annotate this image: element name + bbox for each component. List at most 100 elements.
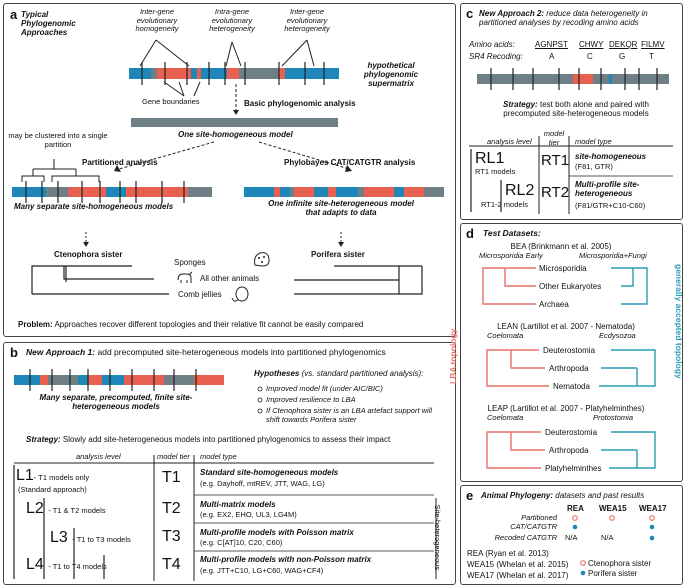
lean-taxon-3: Nematoda <box>553 382 590 391</box>
na-rea: N/A <box>565 533 578 542</box>
comb-jelly-icon <box>231 286 249 302</box>
type-rt1: site-homogeneous <box>575 152 647 161</box>
level-l4: L4 - T1 to T4 models <box>26 556 107 573</box>
lean-taxon-2: Arthropoda <box>549 364 589 373</box>
results-dots <box>572 515 655 576</box>
matrix-segment <box>188 187 212 197</box>
bea-taxon-1: Microsporidia <box>539 264 587 273</box>
aa-group-2: CHWY <box>579 40 604 49</box>
matrix-segment <box>424 187 444 197</box>
problem-label: Problem: <box>18 320 53 329</box>
supermatrix-label: hypothetical phylogenomic supermatrix <box>363 61 419 89</box>
matrix-segment <box>279 68 285 79</box>
matrix-segment <box>404 187 424 197</box>
matrix-segment <box>14 375 40 385</box>
matrix-segment <box>290 187 294 197</box>
supermatrix-bar <box>12 39 444 295</box>
matrix-segment <box>358 187 364 197</box>
panel-d: d Test Datasets: BEA (Brinkmann et al. 2… <box>448 223 684 482</box>
level-l3: L3 - T1 to T3 models <box>50 529 131 546</box>
dog-icon <box>177 271 193 283</box>
matrix-segment <box>314 187 328 197</box>
legend-porifera: Porifera sister <box>588 569 638 578</box>
level-rl2: RL2 <box>505 182 535 199</box>
sr4-label: SR4 Recoding: <box>469 52 523 61</box>
aa-group-4: FILMV <box>641 40 665 49</box>
one-model-label: One site-homogeneous model <box>178 130 293 139</box>
all-other-animals-label: All other animals <box>200 274 260 283</box>
panel-c: c New Approach 2: reduce data heterogene… <box>460 3 683 220</box>
animal-phylogeny-label: Animal Phylogeny: <box>481 491 554 500</box>
row-recoded: Recoded CATGTR <box>494 533 557 542</box>
test-datasets-title: Test Datasets: <box>483 228 541 238</box>
recoded-bar <box>469 68 673 214</box>
approach1-label: New Approach 1: <box>26 347 96 357</box>
col-wea15: WEA15 <box>599 504 627 513</box>
matrix-segment <box>40 375 48 385</box>
sr4-code-c: C <box>587 52 593 61</box>
ctenophora-sister-label: Ctenophora sister <box>54 250 123 259</box>
col-rea: REA <box>567 504 584 513</box>
col-model-type: model type <box>575 137 612 146</box>
level-rl2-desc: RT1-2 models <box>481 200 528 209</box>
matrix-segment <box>46 187 68 197</box>
site-heterogeneous-label: Site-heterogeneous <box>433 504 443 571</box>
ref-rea: REA (Ryan et al. 2013) <box>467 549 549 558</box>
phylobayes-label: Phylobayes CAT/CATGTR analysis <box>284 158 416 167</box>
aa-group-3: DEKQR <box>609 40 638 49</box>
matrix-segment <box>280 187 290 197</box>
approach2-label: New Approach 2: <box>479 9 545 18</box>
col-wea17: WEA17 <box>639 504 667 513</box>
accepted-topology-label: generally accepted topology <box>674 264 684 379</box>
leap-taxon-3: Platyhelminthes <box>545 464 602 473</box>
leap-title: LEAP (Lartillot et al. 2007 - Platyhelmi… <box>487 404 645 413</box>
panel-letter: d <box>466 226 474 241</box>
infinite-model-label: One infinite site-heterogeneous model th… <box>268 199 414 218</box>
problem-text: Approaches recover different topologies … <box>54 320 364 329</box>
matrix-segment <box>194 375 224 385</box>
matrix-segment <box>48 375 78 385</box>
label-intra-gene-heterogeneity: Intra-gene evolutionary heterogeneity <box>209 7 255 34</box>
comb-jellies-label: Comb jellies <box>178 290 222 299</box>
leap-left: Coelomata <box>487 413 524 422</box>
col-analysis-level: analysis level <box>487 137 532 146</box>
tier-t2: T2 <box>162 500 181 517</box>
level-l1: L1- T1 models only <box>16 467 90 484</box>
animal-phylogeny-text: datasets and past results <box>555 491 645 500</box>
panel-letter: c <box>466 6 474 21</box>
bea-taxon-2: Other Eukaryotes <box>539 282 602 291</box>
tier-rt1: RT1 <box>541 152 570 169</box>
matrix-segment <box>274 187 280 197</box>
matrix-segment <box>158 187 188 197</box>
col-analysis-level: analysis level <box>76 452 121 461</box>
label-inter-gene-homogeneity: Inter-gene evolutionary homogeneity <box>135 7 179 34</box>
tier-t2-examples: (e.g. EX2, EHO, UL3, LG4M) <box>200 510 297 519</box>
col-model-tier: model tier <box>543 129 565 147</box>
panel-e: e Animal Phylogeny: datasets and past re… <box>460 485 683 585</box>
basic-analysis-label: Basic phylogenomic analysis <box>244 99 356 108</box>
hypotheses-vs: (vs. standard partitioned analysis): <box>301 369 424 378</box>
lean-left: Coelomata <box>487 331 524 340</box>
matrix-segment <box>328 187 336 197</box>
matrix-segment <box>364 187 394 197</box>
hypotheses-label: Hypotheses <box>254 369 300 378</box>
leap-taxon-1: Deuterostomia <box>545 428 598 437</box>
aa-group-1: AGNPST <box>535 40 568 49</box>
label-inter-gene-heterogeneity: Inter-gene evolutionary heterogeneity <box>284 7 330 34</box>
panel-letter: b <box>10 345 18 360</box>
panel-b: b New Approach 1: add precomputed site-h… <box>3 342 456 585</box>
precomputed-bar <box>13 369 437 581</box>
problem-statement: Problem: Approaches recover different to… <box>18 320 363 329</box>
leap-right: Protostomia <box>593 413 634 422</box>
lean-right: Ecdysozoa <box>599 331 636 340</box>
matrix-segment <box>106 187 126 197</box>
animal-phylogeny-title: Animal Phylogeny: datasets and past resu… <box>481 491 644 500</box>
panel-letter: a <box>10 7 18 22</box>
gene-boundaries-label: Gene boundaries <box>142 97 200 106</box>
type-rt2: Multi-profile site-heterogeneous <box>575 180 640 199</box>
row-partitioned: Partitioned CAT/CATGTR <box>510 513 557 531</box>
type-rt2-ex: (F81/GTR+C10-C60) <box>575 201 646 210</box>
level-l1-note: (Standard approach) <box>18 485 87 494</box>
ref-wea17: WEA17 (Whelan et al. 2017) <box>467 571 569 580</box>
partitioned-label: Partitioned analysis <box>82 158 158 167</box>
